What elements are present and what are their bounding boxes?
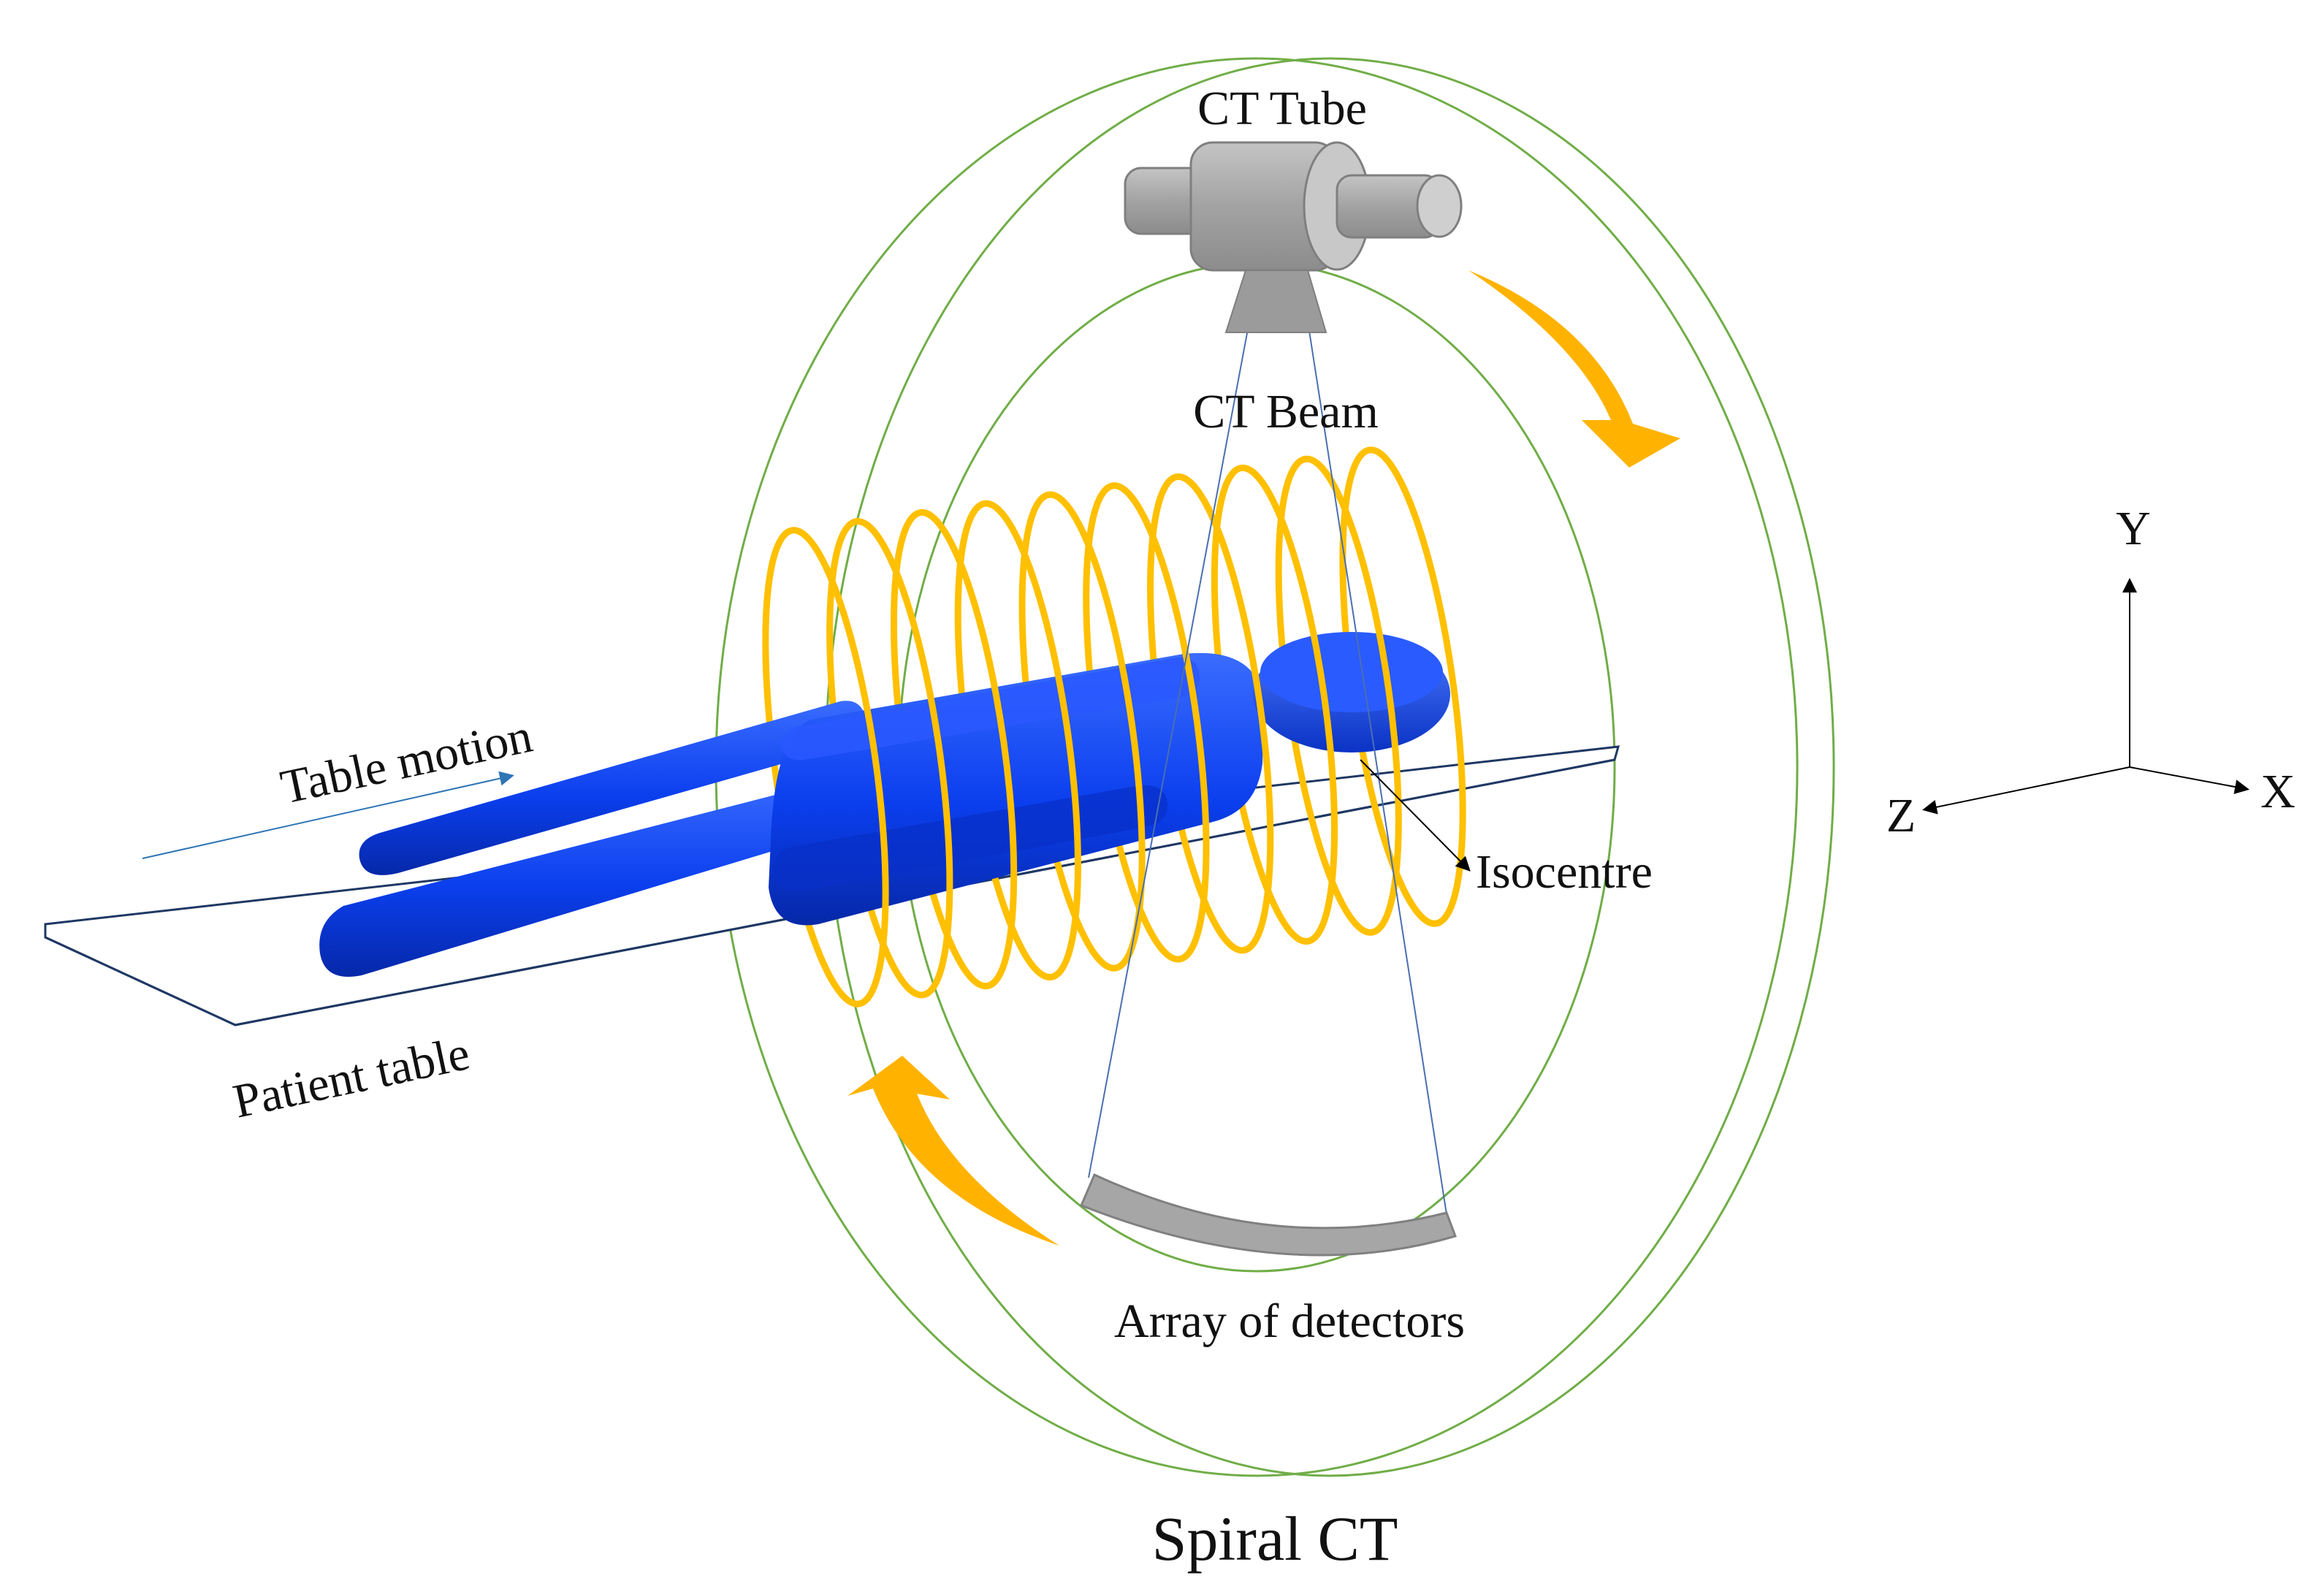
ct-tube-label: CT Tube	[1197, 82, 1367, 135]
helix-loop-front	[886, 555, 953, 999]
ct-beam-right-edge	[1307, 321, 1447, 1215]
x-axis-arrow	[2129, 766, 2249, 794]
helix-loop-back	[1147, 473, 1214, 916]
patient-head-top	[1260, 632, 1443, 712]
helix-loop-front	[950, 546, 1018, 990]
table-motion-label: Table motion	[276, 709, 537, 815]
z-axis-arrow	[1922, 766, 2130, 815]
isocentre-pointer	[1360, 759, 1471, 872]
patient	[319, 632, 1450, 977]
helix-loop-front	[1336, 493, 1402, 936]
patient-lower-arm	[772, 785, 1168, 892]
helix-loop-front	[1399, 484, 1466, 927]
ct-tube	[1124, 141, 1463, 333]
z-axis-label: Z	[1886, 789, 1916, 842]
patient-upper-arm	[782, 657, 1200, 761]
helix-loop-front	[1143, 519, 1210, 963]
table-motion-arrow	[142, 771, 514, 859]
ct-beam	[1088, 321, 1447, 1215]
array-of-detectors-label: Array of detectors	[1114, 1295, 1465, 1348]
isocentre-label: Isocentre	[1476, 845, 1653, 899]
diagram-title: Spiral CT	[1152, 1504, 1398, 1574]
helix-loop-back	[1339, 446, 1406, 889]
helix-loop-front	[1207, 511, 1274, 954]
rotation-arrow-top	[1468, 270, 1680, 468]
helix-loop-front	[1015, 538, 1081, 981]
detector-array	[1080, 1173, 1457, 1257]
helix-loop-front	[1079, 529, 1146, 972]
table-edge-line	[45, 936, 236, 1026]
ct-beam-left-edge	[1088, 321, 1250, 1178]
helix-loop-front	[1271, 502, 1338, 945]
rotation-arrow-bottom	[847, 1056, 1059, 1246]
coordinate-axes: Y Z X	[1886, 502, 2296, 842]
y-axis-label: Y	[2116, 502, 2151, 555]
patient-right-leg	[319, 774, 883, 977]
helix-loop-front	[822, 565, 889, 1007]
helix-front	[822, 484, 1466, 1007]
ct-beam-label: CT Beam	[1193, 385, 1379, 438]
patient-table-label: Patient table	[229, 1026, 474, 1129]
ct-tube-right-end	[1416, 174, 1463, 238]
patient-left-leg	[359, 701, 866, 875]
x-axis-label: X	[2260, 765, 2296, 818]
helix-loop-back	[1275, 455, 1342, 899]
helix-loop-back	[1211, 464, 1278, 907]
ct-tube-collimator	[1224, 270, 1327, 333]
